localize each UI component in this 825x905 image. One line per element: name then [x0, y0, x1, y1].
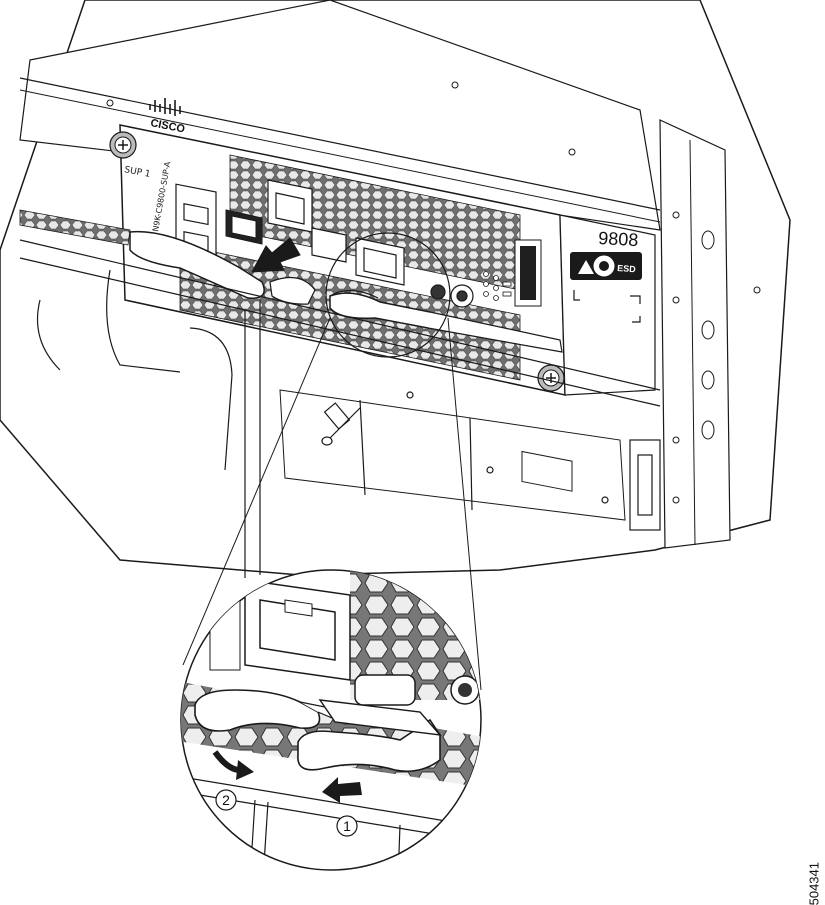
chassis-right-panel: 9808 ESD — [559, 214, 656, 396]
esd-label: ESD — [617, 263, 637, 274]
rj45-port-mgmt — [311, 227, 405, 286]
rack-holes — [672, 211, 761, 504]
rj45-port-upper — [267, 179, 313, 233]
coax-connector — [430, 284, 474, 308]
status-leds — [483, 271, 512, 301]
arrow-icon — [322, 777, 362, 803]
ejector-lever-left[interactable] — [129, 230, 316, 305]
slot-label: SUP 1 — [123, 165, 151, 180]
curved-arrow-icon — [212, 750, 254, 780]
arrow-icon — [251, 237, 301, 273]
zoom-detail: 2 1 — [180, 569, 482, 871]
chassis-model-label: 9808 — [598, 228, 639, 250]
supervisor-removal-diagram: CISCO SUP 1 N9K-C9800-SUP-A — [0, 0, 791, 871]
esd-ground-icon — [578, 255, 615, 277]
ejector-lever-zoomed-left[interactable] — [194, 689, 333, 732]
callout-step-1: 1 — [336, 815, 358, 837]
svg-text:1: 1 — [343, 818, 351, 834]
callout-step-2: 2 — [215, 789, 237, 811]
chassis-lower-frame — [19, 209, 661, 578]
figure-id: 504341 — [806, 862, 821, 905]
supervisor-module: CISCO SUP 1 N9K-C9800-SUP-A — [109, 98, 573, 492]
captive-screw-icon[interactable] — [109, 131, 137, 159]
sfp-port — [225, 209, 263, 245]
rj45-port-zoomed — [244, 579, 351, 681]
svg-text:2: 2 — [222, 792, 230, 808]
ejector-lever-zoomed-right[interactable] — [297, 699, 442, 773]
magnifier-lines — [182, 232, 482, 691]
serial-label-strip — [514, 239, 542, 307]
